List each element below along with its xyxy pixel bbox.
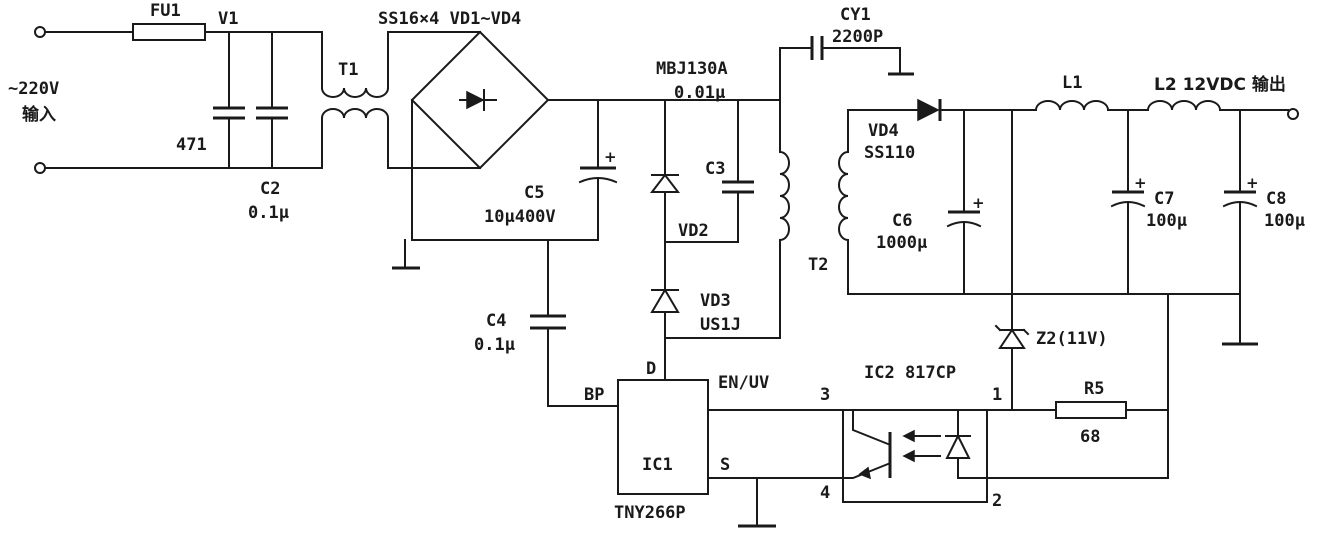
input-terminal-top: [34, 26, 46, 38]
label-471: 471: [176, 135, 207, 155]
label-v1: V1: [218, 9, 238, 29]
label-vd4-part: SS110: [864, 143, 915, 163]
label-mbj130a: MBJ130A: [656, 59, 728, 79]
ic2-optocoupler: IC2 817CP 3 4 1 2: [820, 363, 1002, 511]
resistor-r5: [1055, 401, 1127, 419]
label-input-cn: 输入: [22, 104, 56, 125]
label-pin-s: S: [720, 455, 730, 475]
label-vd2: VD2: [678, 221, 709, 241]
label-ic1: IC1: [642, 455, 673, 475]
choke-t1: T1: [320, 31, 481, 169]
drain-section: VD3 US1J: [650, 239, 781, 379]
label-t1: T1: [338, 60, 358, 80]
ic2-body: [842, 409, 988, 503]
label-c4: C4: [486, 311, 506, 331]
clamp-circuit: C3 VD2 MBJ130A 0.01μ: [649, 59, 754, 243]
svg-text:+: +: [972, 194, 985, 212]
capacitor-c3: [722, 180, 754, 194]
secondary-section: + + + VD4 SS110 C6 1000μ T2 L1 L2 12VDC …: [808, 73, 1305, 479]
label-r5-value: 68: [1080, 427, 1100, 447]
transformer-t2-primary: CY1 2200P: [778, 5, 914, 242]
label-pin-en: EN/UV: [718, 373, 769, 393]
capacitor-c4: C4 0.1μ: [474, 239, 619, 407]
ic1-tny266p: IC1 TNY266P BP D EN/UV S: [584, 359, 841, 528]
label-pin-1: 1: [992, 385, 1002, 405]
fuse-fu1: [132, 23, 206, 41]
label-c2: C2: [260, 179, 280, 199]
label-c3: C3: [705, 159, 725, 179]
label-fu1: FU1: [150, 1, 181, 21]
label-c2-value: 0.1μ: [248, 203, 289, 223]
label-pin-d: D: [646, 359, 656, 379]
diode-vd4: [917, 98, 940, 122]
label-c8: C8: [1266, 189, 1286, 209]
bridge-diode-symbol: [466, 90, 485, 110]
label-c5-value: 10μ400V: [484, 207, 556, 227]
label-r5: R5: [1084, 379, 1104, 399]
label-vd3: VD3: [700, 291, 731, 311]
label-cy1: CY1: [840, 5, 871, 25]
label-ic2: IC2 817CP: [864, 363, 956, 383]
label-c7: C7: [1154, 189, 1174, 209]
label-mbj-value: 0.01μ: [674, 83, 725, 103]
label-pin-4: 4: [820, 483, 830, 503]
varistor-v1: [213, 106, 245, 120]
label-pin-bp: BP: [584, 385, 604, 405]
diode-vd3: [650, 288, 680, 313]
label-l1: L1: [1062, 73, 1082, 93]
label-c8-value: 100μ: [1264, 211, 1305, 231]
label-t2: T2: [808, 255, 828, 275]
transistor-emitter-arrow: [858, 466, 872, 480]
capacitor-c5: + C5 10μ400V: [484, 99, 618, 241]
label-ic1-part: TNY266P: [614, 503, 686, 523]
svg-text:+: +: [1246, 174, 1259, 192]
capacitor-cy1: [810, 36, 824, 60]
label-cy1-value: 2200P: [832, 27, 883, 47]
bridge-rectifier: SS16×4 VD1~VD4: [378, 9, 781, 270]
label-pin-3: 3: [820, 385, 830, 405]
label-bridge: SS16×4 VD1~VD4: [378, 9, 521, 29]
ic1-body: [617, 379, 709, 495]
output-terminal: [1287, 108, 1299, 120]
label-c5: C5: [524, 183, 544, 203]
input-section: FU1 V1 ~220V 输入 471 C2 0.1μ: [8, 1, 323, 223]
diode-vd2: [649, 173, 681, 193]
capacitor-c2: [256, 106, 288, 120]
label-pin-2: 2: [992, 491, 1002, 511]
label-l2-output: L2 12VDC 输出: [1154, 74, 1286, 95]
label-vd4: VD4: [868, 121, 899, 141]
label-c6-value: 1000μ: [876, 233, 927, 253]
label-z2: Z2(11V): [1036, 329, 1108, 349]
zener-z2: [998, 328, 1026, 349]
input-terminal-bottom: [34, 162, 46, 174]
label-input-voltage: ~220V: [8, 79, 59, 99]
label-c7-value: 100μ: [1146, 211, 1187, 231]
opto-led: [945, 433, 971, 459]
svg-text:+: +: [604, 148, 617, 166]
svg-text:+: +: [1134, 174, 1147, 192]
label-c4-value: 0.1μ: [474, 335, 515, 355]
label-c6: C6: [892, 211, 912, 231]
label-vd3-part: US1J: [700, 315, 741, 335]
